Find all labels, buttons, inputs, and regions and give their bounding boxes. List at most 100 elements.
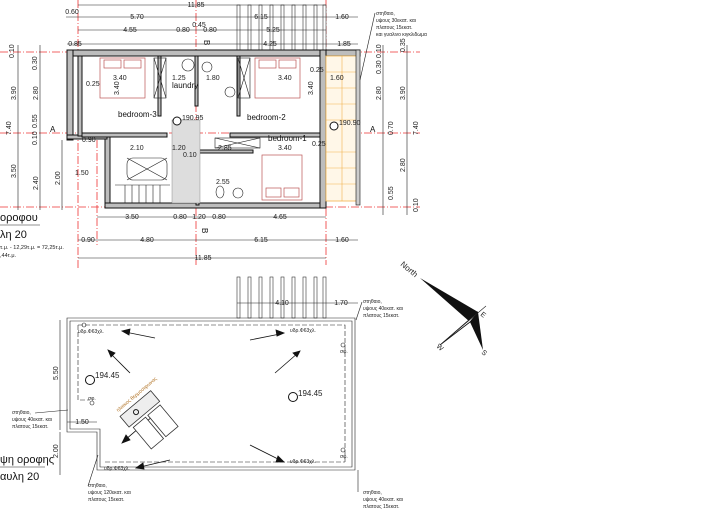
dimension: 3.40 — [308, 81, 315, 95]
dimension: 2.80 — [376, 86, 383, 100]
dimension: 0.80 — [173, 214, 187, 221]
dimension: 2.40 — [33, 176, 40, 190]
drain-icon — [89, 400, 95, 406]
dimension: 5.50 — [53, 366, 60, 380]
slope-arrows — [107, 328, 301, 470]
note-balcony-line: στηθαιο, — [376, 11, 395, 17]
area-line-1: τ.μ. - 12,29τ.μ. = 72,25τ.μ. — [0, 245, 64, 251]
note-parapet-line: πλατους 15εκατ. — [12, 424, 48, 430]
dimension: 3.40 — [114, 81, 121, 95]
dimension: 0.55 — [388, 186, 395, 200]
note-parapet-line: στηθαιο, — [363, 490, 382, 496]
dimension: 0.10 — [32, 131, 39, 145]
drain-icon — [340, 447, 346, 453]
room-label-bedroom-3: bedroom-3 — [118, 110, 157, 119]
section-mark-a-right: A — [370, 125, 376, 134]
dimension: 2.10 — [130, 145, 144, 152]
walls — [66, 49, 361, 209]
drain-label: υδρ.Φ63χλ. — [104, 466, 130, 472]
compass-label: E — [479, 311, 487, 320]
dimension: 0.30 — [32, 56, 39, 70]
roof-plan-title: ψη οροφης — [0, 454, 54, 466]
drain-label: υδρ.Φ63χλ. — [290, 328, 316, 334]
left-dimensions — [17, 45, 63, 210]
bathroom-fixtures — [181, 58, 244, 199]
dimension: 0.70 — [388, 121, 395, 135]
right-dimensions — [382, 45, 408, 215]
dimension: 1.50 — [75, 419, 89, 426]
dimension: 0.10 — [183, 152, 197, 159]
note-leader — [359, 12, 376, 81]
dimension: 0.35 — [400, 38, 407, 52]
dimension: 3.90 — [11, 86, 18, 100]
dimension: 0.45 — [192, 22, 206, 29]
dimension: 3.40 — [278, 145, 292, 152]
dimension: 1.20 — [172, 145, 186, 152]
stairs — [115, 119, 201, 204]
note-leader — [87, 454, 99, 487]
dimension: 1.25 — [172, 75, 186, 82]
note-leader — [34, 409, 69, 414]
note-leader — [355, 301, 363, 321]
beds — [99, 57, 303, 201]
room-label-laundry: laundry — [172, 81, 198, 90]
drain-small-label: σφ. — [340, 349, 348, 355]
dimension: 0.90 — [81, 237, 95, 244]
elevation-label: 190.90 — [339, 120, 361, 127]
dimension: 2.00 — [55, 171, 62, 185]
dimension: 1.50 — [75, 170, 89, 177]
plan-subtitle: λη 20 — [0, 229, 27, 241]
drain-label: υδρ.Φ63χλ. — [290, 459, 316, 465]
roof-elevation: 194.45 — [298, 389, 323, 398]
note-parapet-line: στηθαιο, — [363, 299, 382, 305]
dimension: 6.15 — [254, 14, 268, 21]
dimension: 0.10 — [9, 44, 16, 58]
dimension: 0.10 — [413, 198, 420, 212]
dimension: 4.55 — [123, 27, 137, 34]
dimension: 4.80 — [140, 237, 154, 244]
dimension: 1.20 — [192, 214, 206, 221]
dimension: 3.50 — [125, 214, 139, 221]
dimension: 0.25 — [312, 141, 326, 148]
dimension: 1.60 — [335, 14, 349, 21]
note-parapet-line: πλατους 15εκατ. — [363, 504, 399, 510]
dimension: 0.10 — [376, 44, 383, 58]
dimension: 0.90 — [82, 137, 96, 144]
dimension: 1.85 — [337, 41, 351, 48]
dimension: 0.80 — [176, 27, 190, 34]
note-balcony-line: υψους 30εκατ. και — [376, 18, 416, 24]
dimension: 3.90 — [400, 86, 407, 100]
dimension: 0.25 — [310, 67, 324, 74]
dimension: 11.85 — [195, 255, 212, 262]
roof-outline — [66, 317, 356, 471]
note-parapet-line: πλατους 15εκατ. — [88, 497, 124, 503]
dimension: 4.10 — [275, 300, 289, 307]
dimension: 3.40 — [278, 75, 292, 82]
note-parapet-line: στηθαιο, — [88, 483, 107, 489]
dimension: 5.25 — [266, 27, 280, 34]
section-mark-b-bottom: B — [200, 228, 209, 233]
drain-small-label: σφ. — [88, 396, 96, 402]
dimension: 3.50 — [11, 164, 18, 178]
roof-plan: υδρ.Φ63χλ. υδρ.Φ63χλ. σφ. υδρ.Φ63χλ. σφ.… — [0, 276, 403, 510]
elevation-marker-icon — [288, 392, 298, 402]
dimension: 0.30 — [376, 60, 383, 74]
top-dimensions — [66, 4, 358, 45]
dimension: 4.65 — [273, 214, 287, 221]
drain-label: υδρ.Φ63χλ. — [78, 329, 104, 335]
area-line-2: ,44τ.μ. — [0, 253, 17, 259]
upper-floor-plan: bedroom-3 laundry bedroom-2 bedroom-1 19… — [0, 0, 427, 270]
wardrobes — [153, 57, 261, 149]
north-compass-icon: North E W S — [399, 260, 488, 358]
dimension: 5.70 — [130, 14, 144, 21]
elevation-marker-icon — [85, 375, 95, 385]
roof-railing — [236, 276, 327, 319]
bottom-dimensions — [78, 216, 358, 259]
note-parapet-line: υψους 40εκατ. και — [363, 497, 403, 503]
dimension: 7.40 — [6, 121, 13, 135]
note-parapet-line: υψους 40εκατ. και — [363, 306, 403, 312]
dimension: 4.25 — [263, 41, 277, 48]
compass-label: W — [435, 343, 445, 353]
dimension: 6.15 — [254, 237, 268, 244]
